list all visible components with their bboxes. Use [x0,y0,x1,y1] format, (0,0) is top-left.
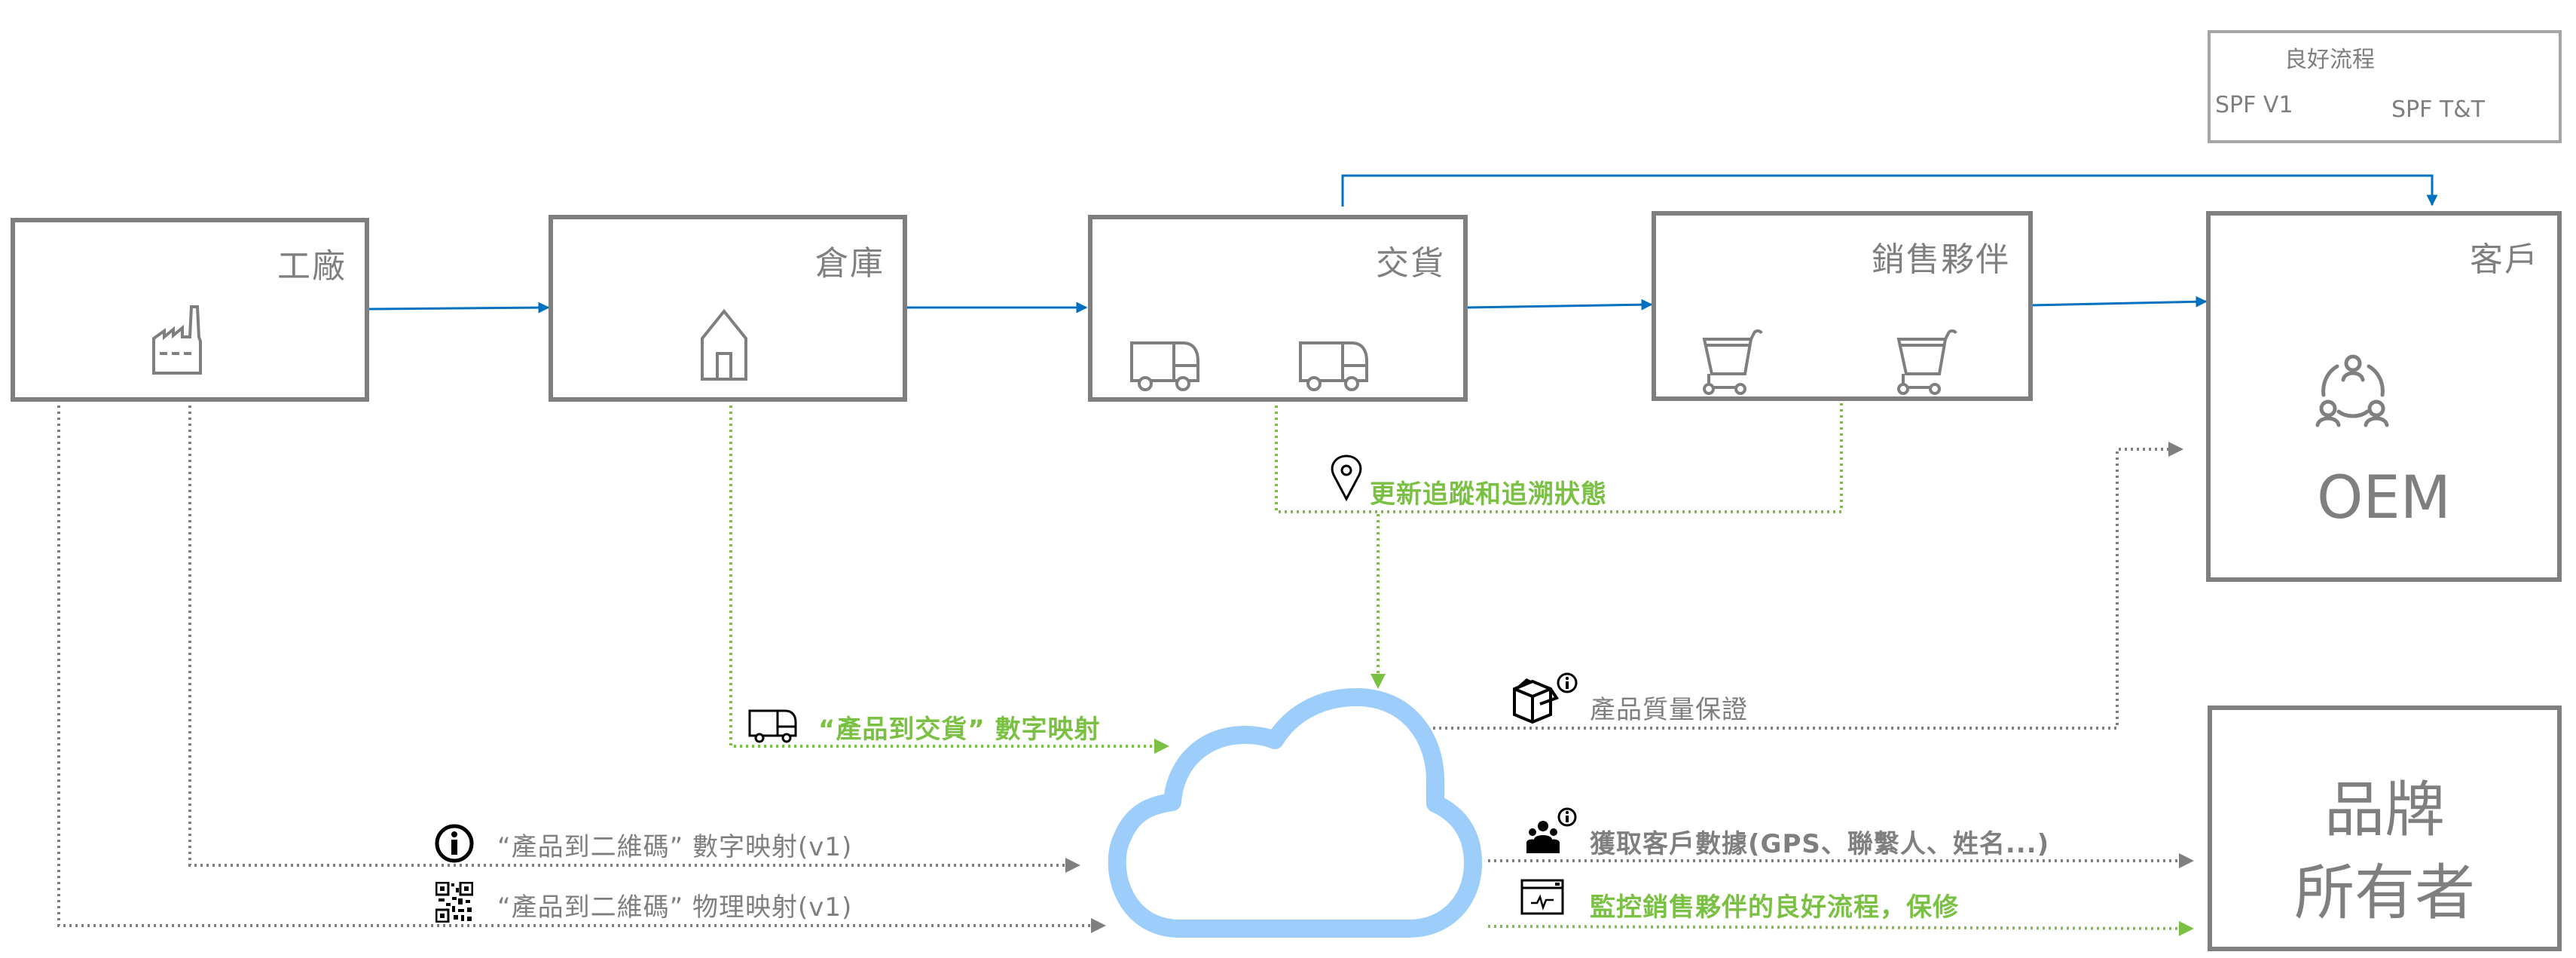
cloud-to-customer-quality-arrow [1421,442,2183,730]
monitor-pulse-icon [1520,879,1564,915]
qr-code-icon [435,882,473,923]
delivery-to-customer-arrow [1341,174,2438,207]
spf-tt-connectors [729,399,2194,936]
flow-label-monitor-partners: 監控銷售夥伴的良好流程，保修 [1590,892,1959,923]
flow-label-customer-data: 獲取客戶數據(GPS、聯繫人、姓名...) [1590,829,2050,859]
factory-icon [152,305,202,375]
shopping-cart-icon [1702,329,1763,395]
location-pin-icon [1331,455,1362,502]
box-info-icon [1513,672,1578,724]
house-icon [701,308,747,381]
node-sales-partner[interactable]: 銷售夥伴 [1652,211,2033,401]
shopping-cart-icon [1896,329,1957,395]
node-customer[interactable]: 客戶 OEM [2206,211,2562,582]
flow-label-product-to-delivery: “產品到交貨” 數字映射 [818,715,1101,745]
spf-v1-connectors [57,399,2194,933]
node-delivery[interactable]: 交貨 [1088,215,1468,402]
node-delivery-title: 交貨 [1376,244,1445,283]
truck-icon [1299,341,1368,391]
node-customer-subtitle: OEM [2317,464,2451,532]
people-network-icon [2315,354,2389,427]
cloud-icon [1108,688,1482,938]
node-factory-title: 工廠 [277,247,347,286]
node-brand-owner-title-line1: 品牌 [2324,775,2445,845]
factory-to-warehouse-arrow [368,301,550,314]
legend-spf-v1-label: SPF V1 [2215,92,2293,118]
factory-qr-physical-arrow [57,399,1106,933]
node-brand-owner-title-line2: 所有者 [2294,858,2475,928]
factory-qr-digital-arrow [188,399,1080,873]
info-icon [435,824,474,863]
flow-label-quality-assurance: 產品質量保證 [1590,695,1748,725]
delivery-to-status-line [1275,399,1843,513]
truck-icon [748,709,797,743]
good-flow-connectors [368,174,2438,314]
node-factory[interactable]: 工廠 [11,218,369,402]
legend-spf-tt-label: SPF T&T [2391,96,2485,123]
warehouse-to-cloud-arrow [729,399,1169,754]
node-warehouse-title: 倉庫 [815,244,885,283]
node-sales-partner-title: 銷售夥伴 [1872,240,2010,279]
legend: 良好流程 SPF V1 SPF T&T [2208,30,2562,143]
users-info-icon [1526,807,1577,853]
node-brand-owner[interactable]: 品牌 所有者 [2208,705,2562,951]
truck-icon [1130,341,1199,391]
legend-good-flow-label: 良好流程 [2284,47,2375,73]
delivery-to-sales-arrow [1465,298,1653,311]
flow-label-track-trace: 更新追蹤和追溯狀態 [1370,479,1607,510]
node-customer-title: 客戶 [2470,240,2539,279]
sales-to-customer-arrow [2031,295,2208,308]
node-warehouse[interactable]: 倉庫 [549,215,907,402]
cloud-to-brand-monitor-arrow [1487,920,2194,936]
flow-label-product-to-qr-digital: “產品到二維碼” 數字映射(v1) [497,832,853,862]
flow-label-product-to-qr-physical: “產品到二維碼” 物理映射(v1) [497,892,853,923]
